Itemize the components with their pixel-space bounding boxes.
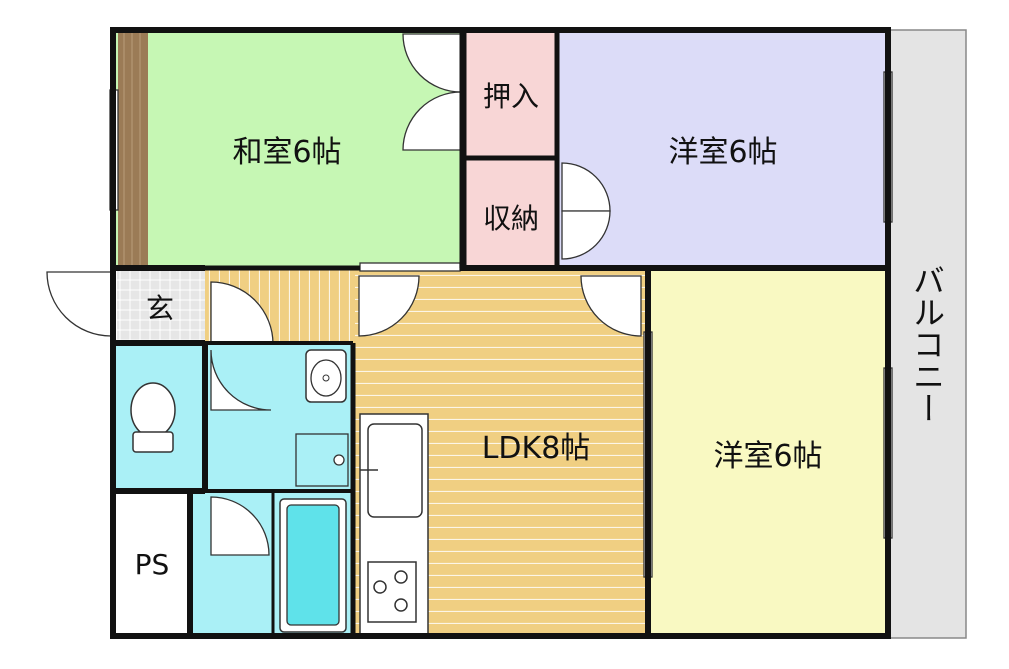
ps-floor xyxy=(115,491,190,638)
toilet-tank xyxy=(132,431,174,453)
tokonoma-strip xyxy=(118,33,148,266)
washitsu-label: 和室6帖 xyxy=(232,135,341,170)
doors xyxy=(46,33,642,556)
balcony-area xyxy=(887,29,967,639)
washing-machine-space xyxy=(295,433,349,487)
genkan-label: 玄 xyxy=(146,292,174,325)
yoshitsu-bottom-label: 洋室6帖 xyxy=(713,439,822,474)
yoshitsu-bottom-floor xyxy=(650,267,888,638)
oshiire-floor xyxy=(465,30,557,156)
yoshitsu-top-floor xyxy=(557,30,888,267)
walls xyxy=(110,27,891,639)
ps-label: PS xyxy=(135,548,170,581)
shuno-label: 収納 xyxy=(483,202,539,235)
oshiire-label: 押入 xyxy=(483,80,539,113)
balcony-label: バルコニー xyxy=(908,264,946,424)
yoshitsu-top-label: 洋室6帖 xyxy=(668,135,777,170)
shuno-floor xyxy=(465,160,557,267)
ldk-label: LDK8帖 xyxy=(482,431,591,466)
stove xyxy=(367,561,417,623)
toilet-bowl xyxy=(130,382,176,438)
